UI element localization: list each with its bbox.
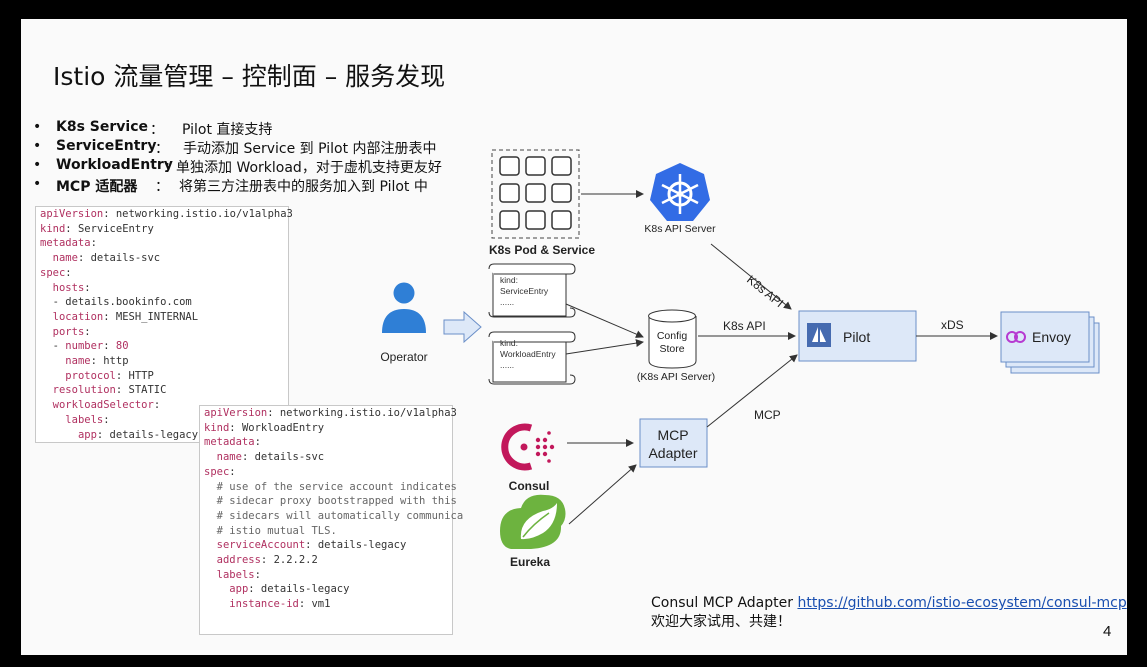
doc2-kind: kind:: [500, 338, 518, 348]
bullet-description: 将第三方注册表中的服务加入到 Pilot 中: [179, 179, 428, 195]
code-line: location: MESH_INTERNAL: [52, 310, 199, 323]
mcp-adapter-label-1: MCP: [657, 427, 688, 443]
consul-icon: [501, 423, 555, 471]
slide-title: Istio 流量管理 – 控制面 – 服务发现: [53, 62, 446, 91]
bullet-separator: ：: [150, 122, 164, 138]
code-line: # sidecars will automatically communica: [216, 509, 464, 522]
footer-line-2: 欢迎大家试用、共建！: [651, 614, 791, 630]
doc1-type: ServiceEntry: [500, 286, 549, 296]
doc1-more: ......: [500, 297, 514, 307]
code-line: name: details-svc: [216, 451, 325, 464]
edge-k8s-api-label: K8s API: [723, 319, 766, 333]
k8s-pod-grid: [491, 149, 580, 239]
eureka-icon: [500, 494, 566, 549]
service-entry-doc: [488, 263, 576, 318]
operator-arrow: [443, 310, 482, 344]
code-line: name: details-svc: [52, 252, 161, 265]
pilot-label: Pilot: [843, 329, 870, 345]
edge-xds-label: xDS: [941, 318, 964, 332]
code-line: serviceAccount: details-legacy: [216, 539, 407, 552]
code-line: kind: WorkloadEntry: [204, 421, 325, 434]
workload-entry-yaml: apiVersion: networking.istio.io/v1alpha3…: [199, 405, 464, 635]
code-line: labels:: [216, 568, 261, 581]
eureka-label: Eureka: [510, 555, 550, 569]
workload-entry-doc: [488, 331, 576, 385]
config-store-label-2: Store: [659, 343, 684, 355]
doc2-more: ......: [500, 360, 514, 370]
page-number: 4: [1103, 623, 1112, 640]
config-store-icon: [648, 309, 697, 369]
pilot-icon: [807, 323, 831, 347]
code-line: - details.bookinfo.com: [40, 296, 192, 309]
bullet-separator: ：: [164, 160, 178, 176]
code-line: # sidecar proxy bootstrapped with this: [216, 495, 457, 508]
code-line: ports:: [52, 325, 91, 338]
code-line: spec:: [40, 266, 72, 279]
k8s-pod-service-label: K8s Pod & Service: [489, 243, 595, 257]
doc2-type: WorkloadEntry: [500, 349, 556, 359]
code-line: spec:: [204, 465, 236, 478]
config-store-label-1: Config: [657, 330, 688, 342]
code-line: apiVersion: networking.istio.io/v1alpha3: [204, 407, 457, 419]
bullet-description: 单独添加 Workload，对于虚机支持更友好: [176, 160, 442, 176]
footer-line-1: Consul MCP Adapter https://github.com/is…: [651, 594, 1127, 613]
code-line: metadata:: [40, 237, 97, 250]
envoy-icon: [1006, 331, 1026, 343]
consul-mcp-link[interactable]: https://github.com/istio-ecosystem/consu…: [797, 595, 1127, 611]
bullet-term: ServiceEntry: [56, 138, 157, 154]
envoy-label: Envoy: [1032, 329, 1071, 345]
code-line: metadata:: [204, 436, 261, 449]
code-line: - number: 80: [40, 340, 129, 353]
edge-k8s-api-diagonal-label: K8s API: [744, 272, 786, 310]
code-line: name: http: [65, 355, 129, 368]
code-line: hosts:: [52, 281, 91, 294]
bullet-term: K8s Service: [56, 119, 148, 135]
edge-mcp-label: MCP: [754, 408, 781, 422]
bullet-term: MCP 适配器: [56, 179, 138, 195]
code-line: # use of the service account indicates: [216, 480, 457, 493]
pilot-box: [798, 310, 917, 362]
code-line: kind: ServiceEntry: [40, 222, 154, 235]
doc1-kind: kind:: [500, 275, 518, 285]
code-line: # istio mutual TLS.: [216, 524, 337, 537]
bullet-separator: ：: [155, 179, 169, 195]
bullet-separator: ：: [155, 141, 169, 157]
code-line: labels:: [65, 413, 110, 426]
kubernetes-icon: [650, 163, 710, 221]
code-line: instance-id: vm1: [229, 598, 331, 611]
footer: Consul MCP Adapter https://github.com/is…: [651, 594, 1127, 632]
bullet-description: Pilot 直接支持: [182, 122, 273, 138]
slide: Istio 流量管理 – 控制面 – 服务发现 K8s Service ： Pi…: [21, 19, 1127, 655]
discovery-diagram: K8s Pod & Service K8s API Server K8s API…: [380, 149, 1100, 569]
bullet-term: WorkloadEntry: [56, 157, 173, 173]
code-line: protocol: HTTP: [65, 369, 154, 382]
code-line: app: details-legacy: [77, 428, 199, 441]
config-store-sub-label: (K8s API Server): [637, 371, 715, 383]
code-line: app: details-legacy: [229, 583, 350, 596]
code-line: apiVersion: networking.istio.io/v1alpha3: [40, 208, 293, 220]
footer-prefix: Consul MCP Adapter: [651, 595, 798, 611]
service-entry-yaml: apiVersion: networking.istio.io/v1alpha3…: [35, 206, 293, 443]
code-line: workloadSelector:: [52, 399, 161, 412]
operator-icon: [382, 282, 426, 333]
code-line: address: 2.2.2.2: [216, 554, 318, 567]
operator-label: Operator: [380, 350, 427, 364]
mcp-adapter-box: [639, 418, 708, 468]
k8s-api-server-label: K8s API Server: [644, 223, 716, 235]
bullet-description: 手动添加 Service 到 Pilot 内部注册表中: [183, 141, 437, 157]
consul-label: Consul: [509, 479, 550, 493]
code-line: resolution: STATIC: [52, 384, 167, 397]
mcp-adapter-label-2: Adapter: [648, 445, 697, 461]
